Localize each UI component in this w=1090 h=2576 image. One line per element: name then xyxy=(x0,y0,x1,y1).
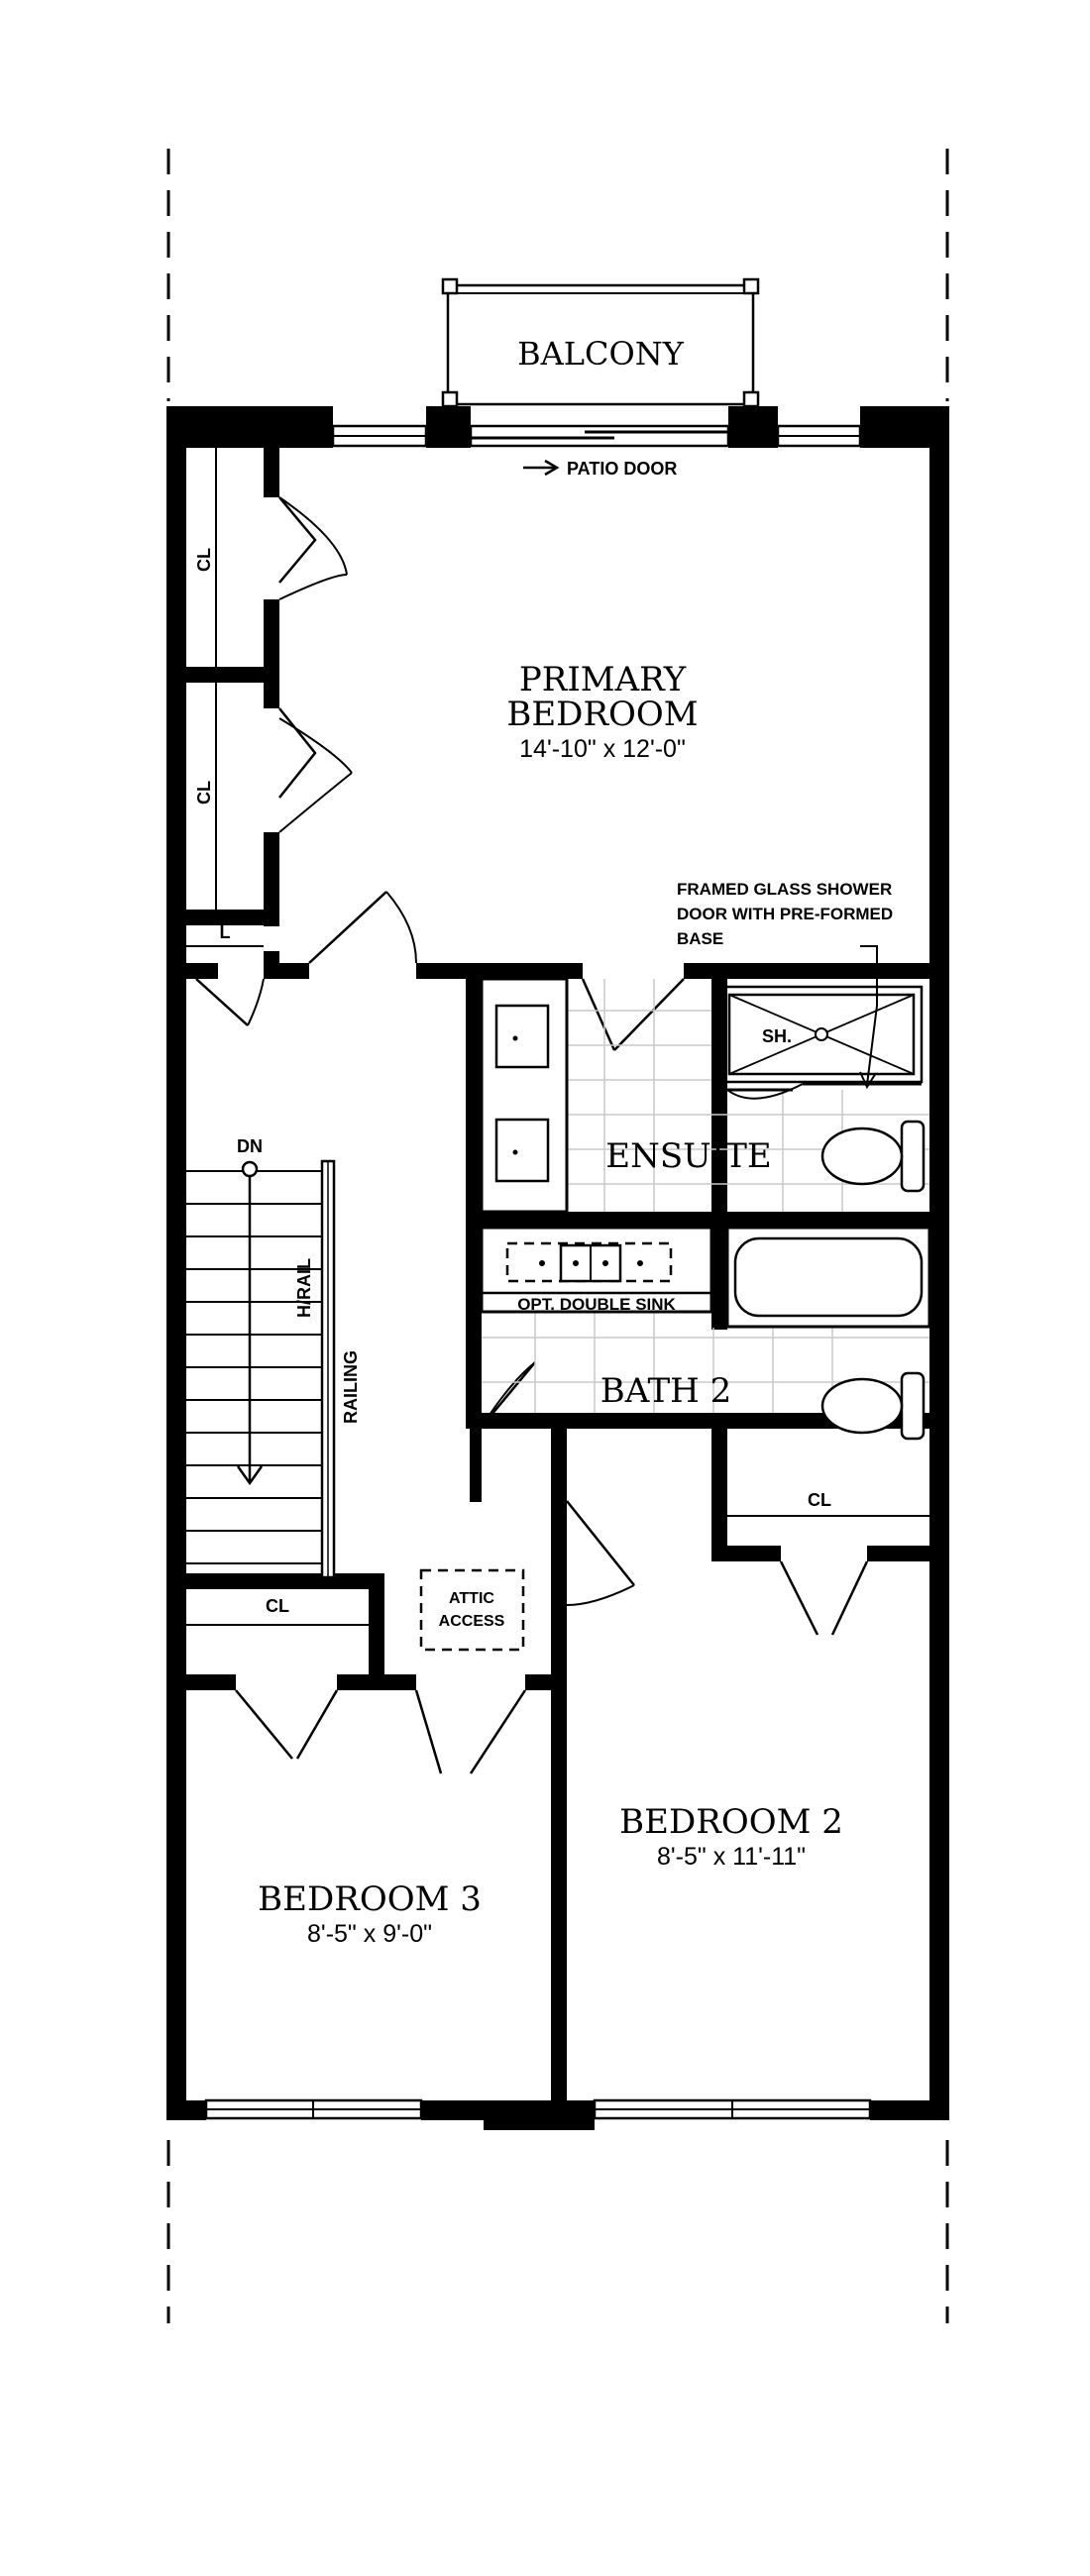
closet-label-2: CL xyxy=(194,781,214,805)
closet-label-1: CL xyxy=(194,548,214,572)
patio-door-label: PATIO DOOR xyxy=(567,459,677,479)
bath2-label: BATH 2 xyxy=(600,1371,731,1411)
balcony-label: BALCONY xyxy=(517,335,685,373)
shower-note-2: DOOR WITH PRE-FORMED xyxy=(677,905,893,923)
interior-walls xyxy=(186,448,929,2120)
shower-note-3: BASE xyxy=(677,929,723,948)
attic-label-2: ACCESS xyxy=(439,1613,505,1630)
labels: BALCONY PATIO DOOR PRIMARY BEDROOM 14'-1… xyxy=(194,335,893,1948)
closet-details xyxy=(186,448,929,1626)
bedroom2-dim: 8'-5" x 11'-11" xyxy=(657,1843,806,1871)
primary-bedroom-name-1: PRIMARY xyxy=(519,660,687,699)
exterior-walls xyxy=(166,406,949,2130)
stairs xyxy=(186,1159,336,1579)
down-label: DN xyxy=(237,1136,263,1156)
doors xyxy=(195,496,869,1774)
property-lines xyxy=(166,149,949,2323)
shower-label: SH. xyxy=(762,1026,792,1046)
handrail-label: H/RAIL xyxy=(294,1258,314,1318)
double-sink-label: OPT. DOUBLE SINK xyxy=(517,1295,676,1314)
closet-label-bed2: CL xyxy=(808,1490,831,1510)
bath2-fixtures xyxy=(480,1226,931,1441)
bedroom2-name: BEDROOM 2 xyxy=(619,1802,843,1842)
primary-bedroom-dim: 14'-10" x 12'-0" xyxy=(519,735,686,763)
railing-label: RAILING xyxy=(341,1350,361,1424)
attic-label-1: ATTIC xyxy=(449,1590,494,1607)
attic-access xyxy=(419,1568,525,1652)
bedroom3-dim: 8'-5" x 9'-0" xyxy=(307,1920,432,1948)
primary-bedroom-name-2: BEDROOM xyxy=(506,695,698,734)
linen-label: L xyxy=(220,922,231,942)
ensuite-fixtures xyxy=(480,945,929,1214)
closet-label-bed3: CL xyxy=(266,1596,289,1616)
patio-door xyxy=(469,424,730,477)
bedroom3-name: BEDROOM 3 xyxy=(258,1879,482,1919)
windows xyxy=(204,424,872,2120)
shower-note-1: FRAMED GLASS SHOWER xyxy=(677,880,892,899)
ensuite-label: ENSUITE xyxy=(605,1136,771,1176)
